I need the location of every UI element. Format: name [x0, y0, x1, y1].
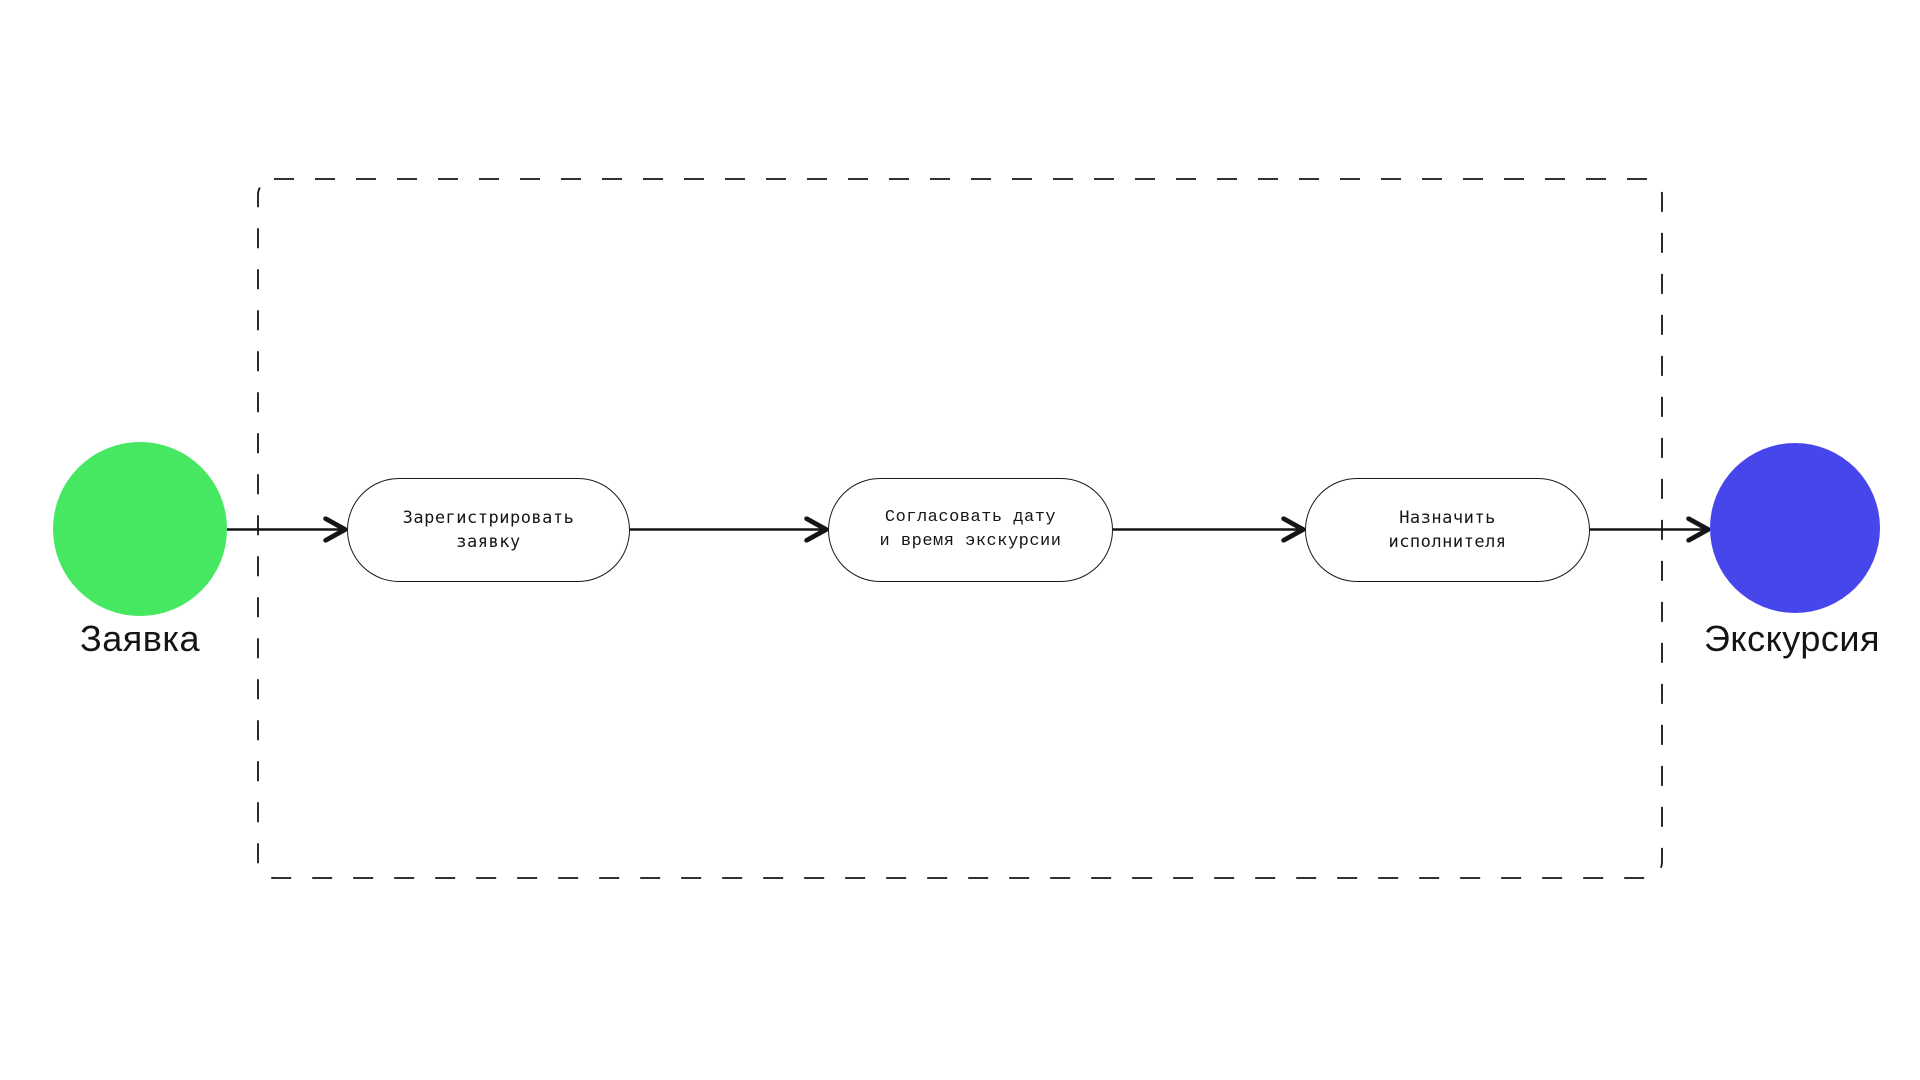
step-label: Согласовать дату и время экскурсии	[879, 508, 1062, 551]
step-box-agree-date-time: Согласовать дату и время экскурсии	[828, 478, 1113, 582]
step-box-register-request: Зарегистрировать заявку	[347, 478, 630, 582]
step-box-assign-executor: Назначить исполнителя	[1305, 478, 1590, 582]
step-label: Назначить исполнителя	[1388, 508, 1507, 552]
end-node-circle	[1710, 443, 1880, 613]
end-node-label: Экскурсия	[1704, 618, 1880, 659]
start-node-label: Заявка	[80, 618, 200, 659]
step-label: Зарегистрировать заявку	[402, 508, 575, 552]
start-node-circle	[53, 442, 227, 616]
